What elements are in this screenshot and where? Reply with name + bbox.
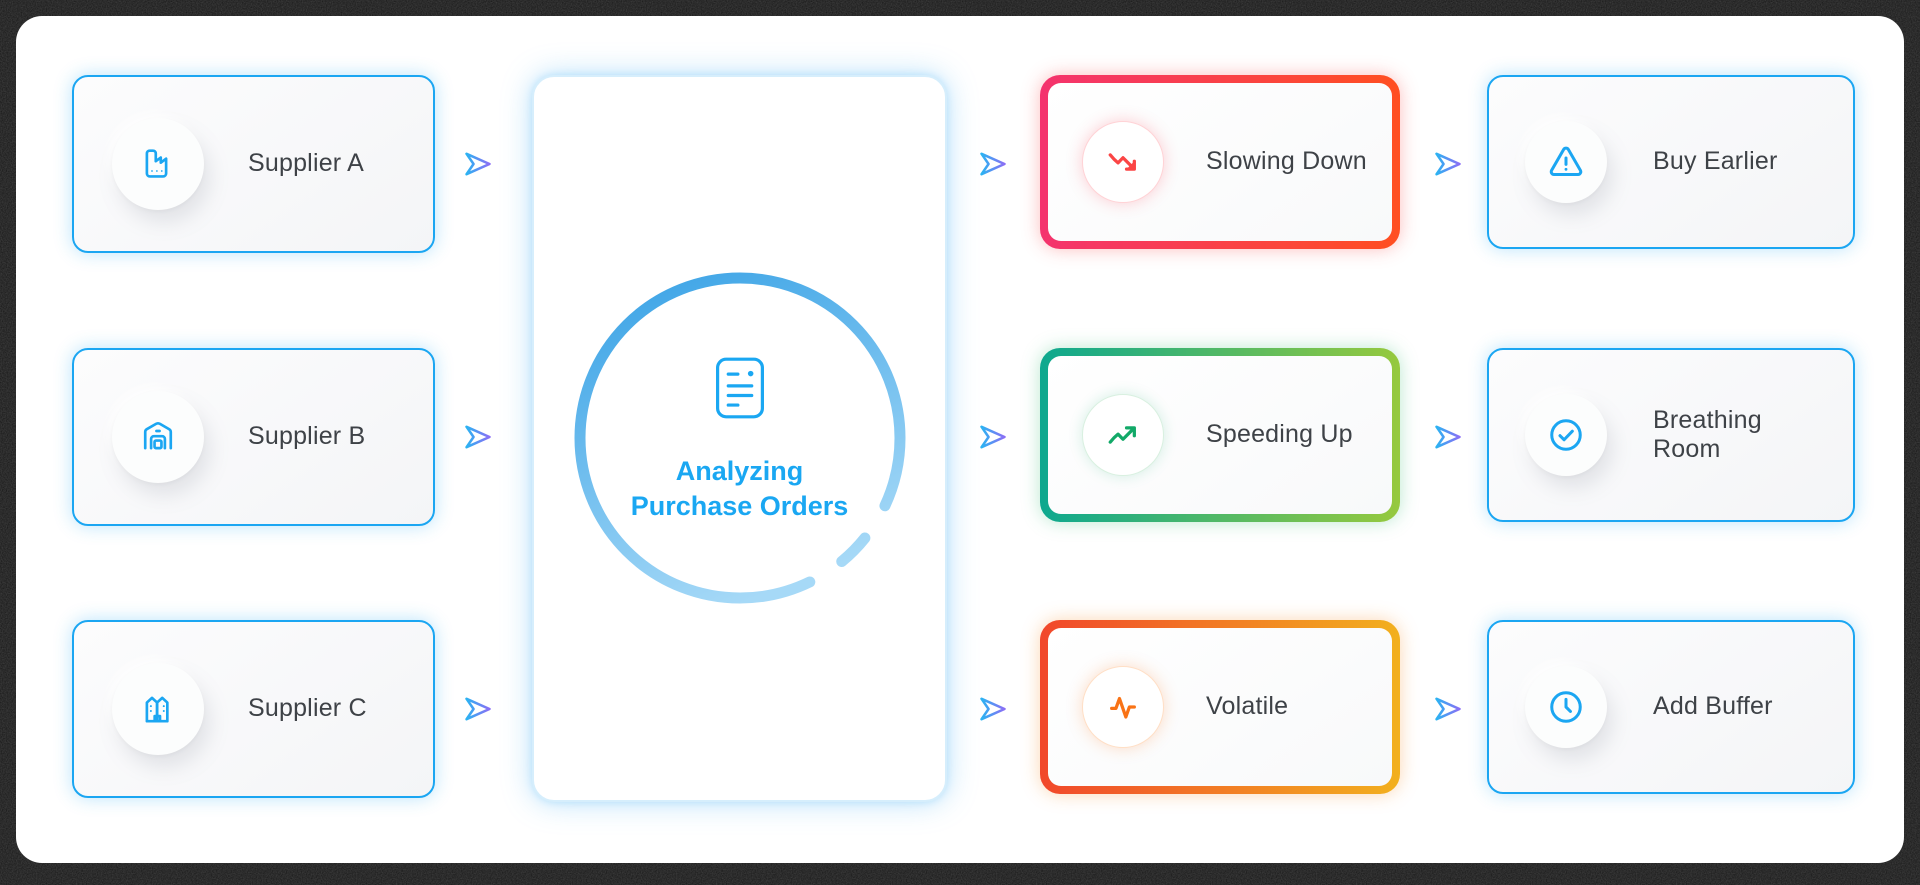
- analysis-title-line2: Purchase Orders: [630, 491, 849, 522]
- flow-arrow-icon: [980, 697, 1006, 721]
- analysis-title-line1: Analyzing: [675, 456, 804, 486]
- action-breathing-room-card: Breathing Room: [1487, 348, 1855, 522]
- supplier-c-label: Supplier C: [248, 694, 367, 723]
- factory-icon: [112, 118, 204, 210]
- trend-volatile-card: Volatile: [1040, 620, 1400, 794]
- flow-arrow-icon: [465, 425, 491, 449]
- trend-volatile-label: Volatile: [1206, 692, 1289, 721]
- flow-arrow-icon: [980, 425, 1006, 449]
- diagram-canvas: Supplier A Supplier B Supplier: [16, 16, 1904, 863]
- supplier-b-card: Supplier B: [72, 348, 435, 526]
- check-circle-icon: [1525, 394, 1607, 476]
- action-add-buffer-label: Add Buffer: [1653, 692, 1773, 721]
- alert-triangle-icon: [1525, 121, 1607, 203]
- buildings-icon: [112, 663, 204, 755]
- progress-ring: [574, 272, 906, 604]
- trend-speeding-up-card: Speeding Up: [1040, 348, 1400, 522]
- trending-down-icon: [1082, 121, 1164, 203]
- action-buy-earlier-label: Buy Earlier: [1653, 147, 1778, 176]
- activity-icon: [1082, 666, 1164, 748]
- flow-arrow-icon: [1435, 152, 1461, 176]
- supplier-c-card: Supplier C: [72, 620, 435, 798]
- supplier-b-label: Supplier B: [248, 422, 366, 451]
- supplier-a-label: Supplier A: [248, 149, 364, 178]
- warehouse-icon: [112, 391, 204, 483]
- action-breathing-room-label: Breathing Room: [1653, 405, 1762, 464]
- trend-slowing-down-label: Slowing Down: [1206, 147, 1367, 176]
- trend-slowing-down-card: Slowing Down: [1040, 75, 1400, 249]
- supplier-a-card: Supplier A: [72, 75, 435, 253]
- flow-arrow-icon: [465, 697, 491, 721]
- trend-speeding-up-label: Speeding Up: [1206, 420, 1353, 449]
- trending-up-icon: [1082, 394, 1164, 476]
- flow-arrow-icon: [980, 152, 1006, 176]
- flow-arrow-icon: [1435, 697, 1461, 721]
- clock-icon: [1525, 666, 1607, 748]
- analysis-title: Analyzing Purchase Orders: [631, 454, 849, 524]
- action-add-buffer-card: Add Buffer: [1487, 620, 1855, 794]
- purchase-order-document-icon: [715, 357, 764, 419]
- flow-arrow-icon: [465, 152, 491, 176]
- action-buy-earlier-card: Buy Earlier: [1487, 75, 1855, 249]
- flow-arrow-icon: [1435, 425, 1461, 449]
- analysis-panel: Analyzing Purchase Orders: [532, 75, 947, 802]
